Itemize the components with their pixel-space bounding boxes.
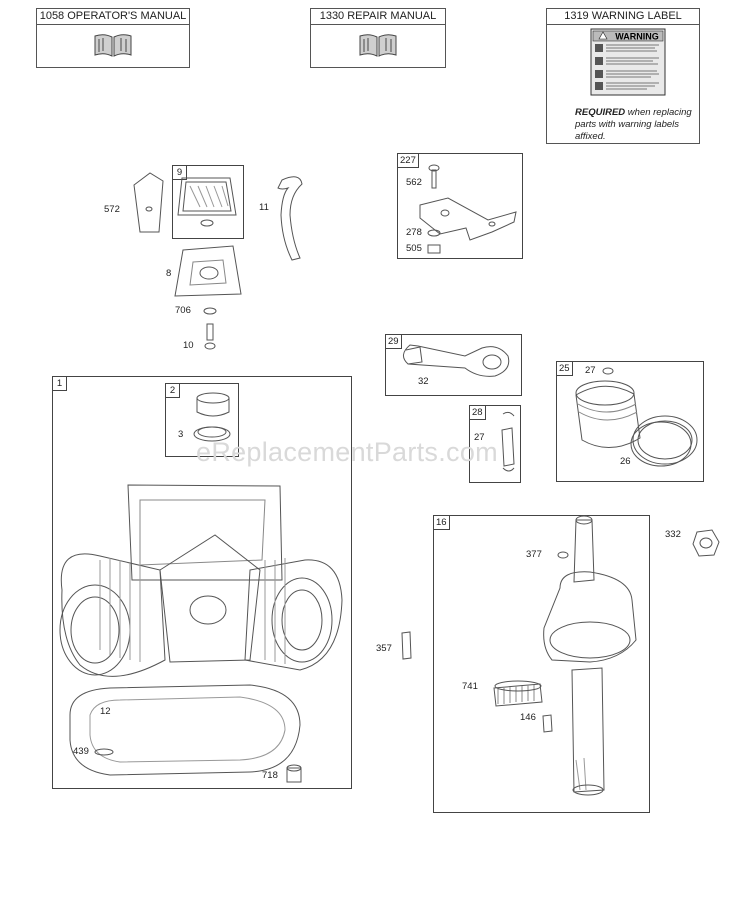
label-32[interactable]: 32: [418, 376, 429, 387]
box-tag-25: 25: [556, 361, 573, 376]
frame-16: [433, 515, 650, 813]
label-12[interactable]: 12: [100, 706, 111, 717]
box-tag-16: 16: [433, 515, 450, 530]
box-tag-1: 1: [52, 376, 67, 391]
label-741[interactable]: 741: [462, 681, 478, 692]
warning-label-title: 1319 WARNING LABEL: [547, 9, 699, 25]
label-10[interactable]: 10: [183, 340, 194, 351]
label-562[interactable]: 562: [406, 177, 422, 188]
part-25-piston: [575, 385, 641, 449]
part-562-bolt: [431, 169, 437, 189]
frame-29: [385, 334, 522, 396]
label-572[interactable]: 572: [104, 204, 120, 215]
warning-sticker: WARNING: [590, 28, 666, 96]
repair-manual-title: 1330 REPAIR MANUAL: [311, 9, 445, 25]
part-332-nut: [692, 529, 720, 557]
label-26[interactable]: 26: [620, 456, 631, 467]
manual-book-icon: [356, 32, 400, 58]
label-3[interactable]: 3: [178, 429, 184, 440]
operators-manual-box[interactable]: 1058 OPERATOR'S MANUAL: [36, 8, 190, 68]
frame-1: [52, 376, 352, 789]
part-1-block: [59, 484, 343, 677]
warning-triangle-icon: [598, 31, 608, 40]
frame-25: [556, 361, 704, 482]
watermark: eReplacementParts.com: [196, 437, 498, 467]
frame-227: [397, 153, 523, 259]
box-tag-227: 227: [397, 153, 419, 168]
label-27-pin[interactable]: 27: [474, 432, 485, 443]
label-439[interactable]: 439: [73, 746, 89, 757]
part-11-tube: [277, 176, 303, 261]
label-718[interactable]: 718: [262, 770, 278, 781]
part-706-seal: [203, 307, 217, 315]
part-12-gasket: [69, 684, 301, 776]
label-377[interactable]: 377: [526, 549, 542, 560]
part-278-washer: [427, 229, 441, 237]
part-28-pin: [501, 427, 515, 467]
part-27-clip-b: [502, 467, 515, 472]
warning-note-required: REQUIRED: [575, 107, 626, 118]
part-9-filter: [177, 177, 237, 216]
warning-label-box[interactable]: 1319 WARNING LABEL WARNING REQUIRED wh: [546, 8, 700, 144]
frame-28: [469, 405, 521, 483]
part-2-ring-top: [196, 392, 230, 404]
part-27-clip-a: [502, 411, 515, 417]
part-10-screw: [206, 323, 214, 341]
part-572-cover: [133, 172, 164, 233]
part-26-rings: [632, 415, 698, 465]
frame-2: [165, 383, 239, 457]
part-357-key: [401, 631, 412, 660]
part-718-dowel: [286, 767, 302, 783]
part-146-key: [542, 714, 553, 733]
part-29-rod: [403, 344, 510, 377]
label-146[interactable]: 146: [520, 712, 536, 723]
manual-book-icon: [91, 32, 135, 58]
part-8-base: [174, 245, 242, 297]
part-439-seal: [94, 748, 114, 756]
frame-9: [172, 165, 244, 239]
box-tag-29: 29: [385, 334, 402, 349]
part-27-clip-c: [602, 367, 614, 375]
box-tag-28: 28: [469, 405, 486, 420]
label-278[interactable]: 278: [406, 227, 422, 238]
warning-note-text: when replacing parts with warning labels…: [575, 107, 692, 142]
label-332[interactable]: 332: [665, 529, 681, 540]
part-377-key: [557, 551, 569, 559]
label-8[interactable]: 8: [166, 268, 172, 279]
label-706[interactable]: 706: [175, 305, 191, 316]
warning-note: REQUIRED when replacing parts with warni…: [575, 107, 697, 143]
part-227-bracket: [419, 197, 517, 241]
box-tag-2: 2: [165, 383, 180, 398]
label-505[interactable]: 505: [406, 243, 422, 254]
operators-manual-title: 1058 OPERATOR'S MANUAL: [37, 9, 189, 25]
label-357[interactable]: 357: [376, 643, 392, 654]
box-tag-9: 9: [172, 165, 187, 180]
label-27-piston[interactable]: 27: [585, 365, 596, 376]
part-16-crankshaft: [543, 515, 637, 796]
repair-manual-box[interactable]: 1330 REPAIR MANUAL: [310, 8, 446, 68]
part-505-nut: [427, 244, 441, 254]
warning-sticker-title: WARNING: [615, 32, 659, 42]
label-11[interactable]: 11: [259, 202, 269, 213]
part-741-gear: [493, 683, 543, 707]
